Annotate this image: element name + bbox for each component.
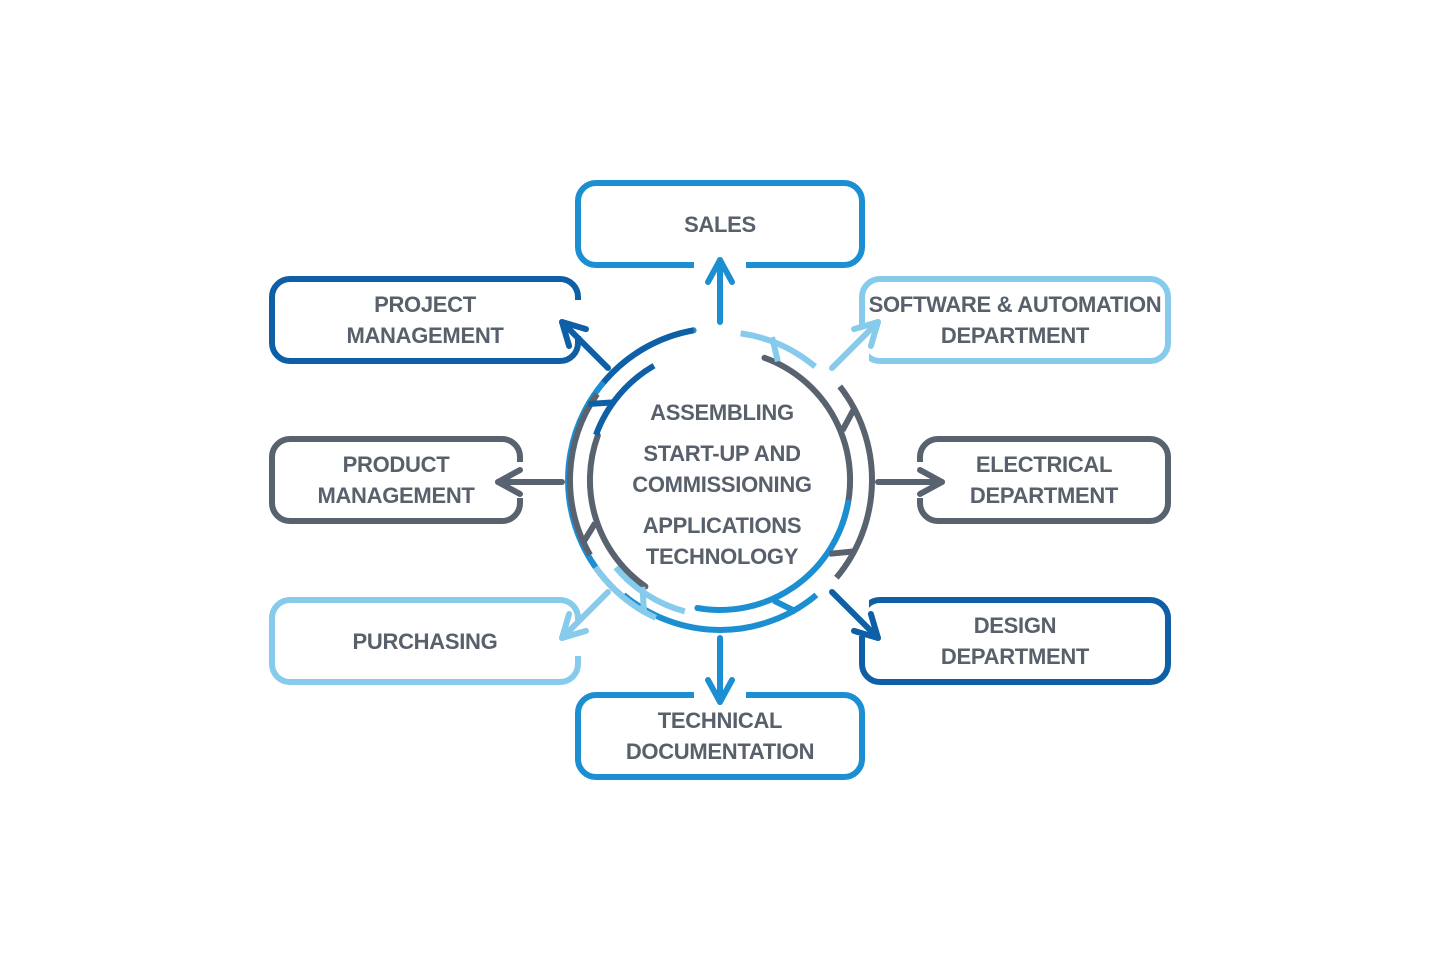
ring-joint-4 — [639, 586, 647, 612]
electrical-line-2: DEPARTMENT — [969, 483, 1119, 508]
arrow-head-project — [559, 319, 589, 349]
arrow-head-technical — [705, 677, 735, 705]
dept-label-technical: TECHNICAL DOCUMENTATION — [578, 695, 862, 777]
design-line-1: DESIGN — [973, 613, 1057, 638]
dept-label-sales: SALES — [578, 183, 862, 265]
dept-label-product: PRODUCT MANAGEMENT — [272, 439, 520, 521]
arrow-head-sales — [705, 257, 735, 285]
dept-label-electrical: ELECTRICAL DEPARTMENT — [920, 439, 1168, 521]
arrow-head-software — [851, 319, 881, 349]
electrical-line-1: ELECTRICAL — [975, 452, 1113, 477]
purchasing-line-1: PURCHASING — [352, 628, 498, 654]
arrow-shaft-design — [829, 589, 881, 641]
ring-arc-software — [740, 330, 818, 369]
center-line-technology: TECHNOLOGY — [645, 543, 799, 569]
dept-label-design: DESIGN DEPARTMENT — [862, 600, 1168, 682]
arrow-shaft-purchasing — [559, 589, 611, 641]
ring-joint-3 — [772, 597, 798, 615]
ring-arc-electrical — [761, 354, 854, 528]
technical-line-2: DOCUMENTATION — [625, 739, 815, 764]
ring-arc-product-inner — [586, 432, 649, 590]
arrow-head-electrical — [917, 467, 945, 497]
ring-arc-purchasing-outer — [593, 565, 658, 621]
dept-label-purchasing: PURCHASING — [272, 600, 578, 682]
box-software — [859, 276, 1171, 364]
ring-joint-5 — [579, 521, 598, 546]
ring-arc-technical — [694, 499, 851, 613]
arrow-head-design — [851, 611, 881, 641]
ring-joint-6 — [588, 399, 614, 407]
project-line-2: MANAGEMENT — [346, 323, 504, 348]
arrow-shaft-software — [829, 319, 881, 371]
sales-line-1: SALES — [684, 211, 756, 237]
design-line-2: DEPARTMENT — [940, 644, 1090, 669]
box-design — [859, 597, 1171, 685]
ring-arc-project — [601, 327, 695, 385]
center-line-applications: APPLICATIONS — [642, 512, 802, 538]
arrow-shaft-project — [559, 319, 611, 371]
arrow-head-purchasing — [559, 611, 589, 641]
project-line-1: PROJECT — [374, 292, 476, 317]
software-line-2: DEPARTMENT — [940, 323, 1090, 348]
center-line-commissioning: COMMISSIONING — [632, 471, 812, 497]
ring-arc-product — [567, 392, 600, 557]
center-label: ASSEMBLING START-UP AND COMMISSIONING AP… — [602, 393, 842, 575]
arrow-head-product — [495, 467, 523, 497]
center-line-startup: START-UP AND — [643, 440, 801, 466]
ring-joint-1 — [839, 407, 857, 433]
product-line-2: MANAGEMENT — [317, 483, 475, 508]
software-line-1: SOFTWARE & AUTOMATION — [868, 292, 1162, 317]
product-line-1: PRODUCT — [342, 452, 450, 477]
ring-joint-2 — [829, 548, 855, 557]
ring-joint-0 — [769, 336, 781, 363]
ring-arc-purchasing — [613, 565, 686, 615]
dept-label-project: PROJECT MANAGEMENT — [272, 279, 578, 361]
center-line-assembling: ASSEMBLING — [650, 399, 794, 425]
dept-label-software: SOFTWARE & AUTOMATION DEPARTMENT — [862, 279, 1168, 361]
ring-arc-project-inner — [593, 363, 656, 436]
technical-line-1: TECHNICAL — [657, 708, 783, 733]
